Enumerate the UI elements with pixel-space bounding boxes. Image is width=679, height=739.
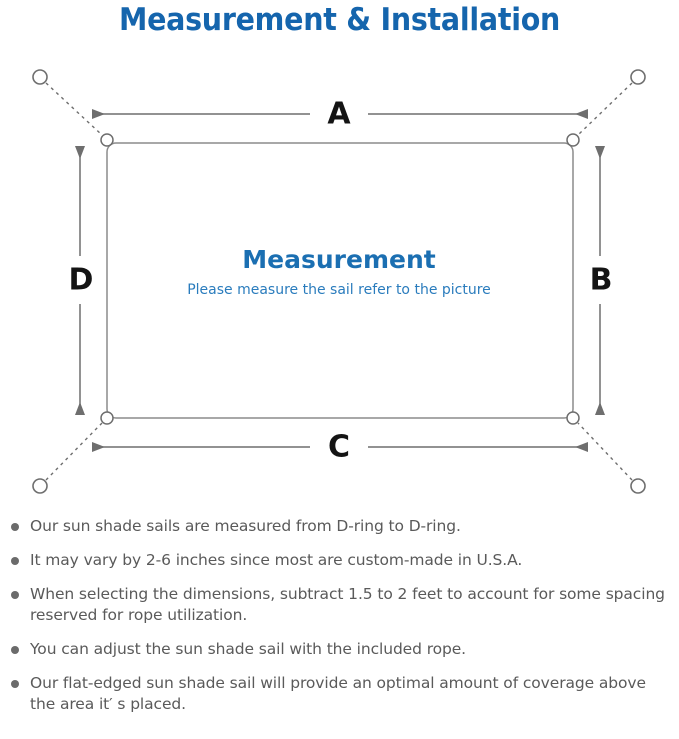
anchor-point-top-right: [630, 69, 646, 85]
bullet-icon: [11, 523, 19, 531]
dimension-a-label: A: [327, 97, 351, 132]
d-ring-top-left: [100, 133, 114, 147]
list-item: Our sun shade sails are measured from D-…: [0, 516, 679, 537]
d-rings: [100, 133, 580, 425]
notes-list: Our sun shade sails are measured from D-…: [0, 516, 679, 739]
diagram-center-title: Measurement: [242, 245, 435, 274]
bullet-icon: [11, 680, 19, 688]
shade-sail-measurement-diagram: A C D B Measurement Please measure the s…: [0, 46, 679, 512]
anchor-points: [32, 69, 646, 494]
note-text: Our flat-edged sun shade sail will provi…: [30, 674, 646, 713]
anchor-point-top-left: [32, 69, 48, 85]
d-ring-bottom-left: [100, 411, 114, 425]
bullet-icon: [11, 557, 19, 565]
rope-line-top-right: [577, 82, 633, 136]
page-title: Measurement & Installation: [118, 2, 561, 38]
note-text: Our sun shade sails are measured from D-…: [30, 517, 461, 535]
list-item: When selecting the dimensions, subtract …: [0, 584, 679, 626]
bullet-icon: [11, 591, 19, 599]
rope-line-bottom-left: [45, 422, 103, 481]
dimension-d-label: D: [69, 263, 94, 298]
list-item: It may vary by 2-6 inches since most are…: [0, 550, 679, 571]
dimension-c-label: C: [328, 430, 350, 465]
anchor-point-bottom-right: [630, 478, 646, 494]
note-text: It may vary by 2-6 inches since most are…: [30, 551, 523, 569]
rope-line-top-left: [45, 82, 103, 136]
rope-lines: [45, 82, 633, 481]
d-ring-top-right: [566, 133, 580, 147]
rope-line-bottom-right: [577, 422, 633, 481]
note-text: You can adjust the sun shade sail with t…: [30, 640, 467, 658]
list-item: Our flat-edged sun shade sail will provi…: [0, 673, 679, 715]
sail-body: [106, 142, 574, 419]
list-item: You can adjust the sun shade sail with t…: [0, 639, 679, 660]
d-ring-bottom-right: [566, 411, 580, 425]
bullet-icon: [11, 646, 19, 654]
anchor-point-bottom-left: [32, 478, 48, 494]
dimension-b-label: B: [590, 263, 613, 298]
diagram-center-subtitle: Please measure the sail refer to the pic…: [187, 282, 491, 298]
note-text: When selecting the dimensions, subtract …: [30, 585, 665, 624]
